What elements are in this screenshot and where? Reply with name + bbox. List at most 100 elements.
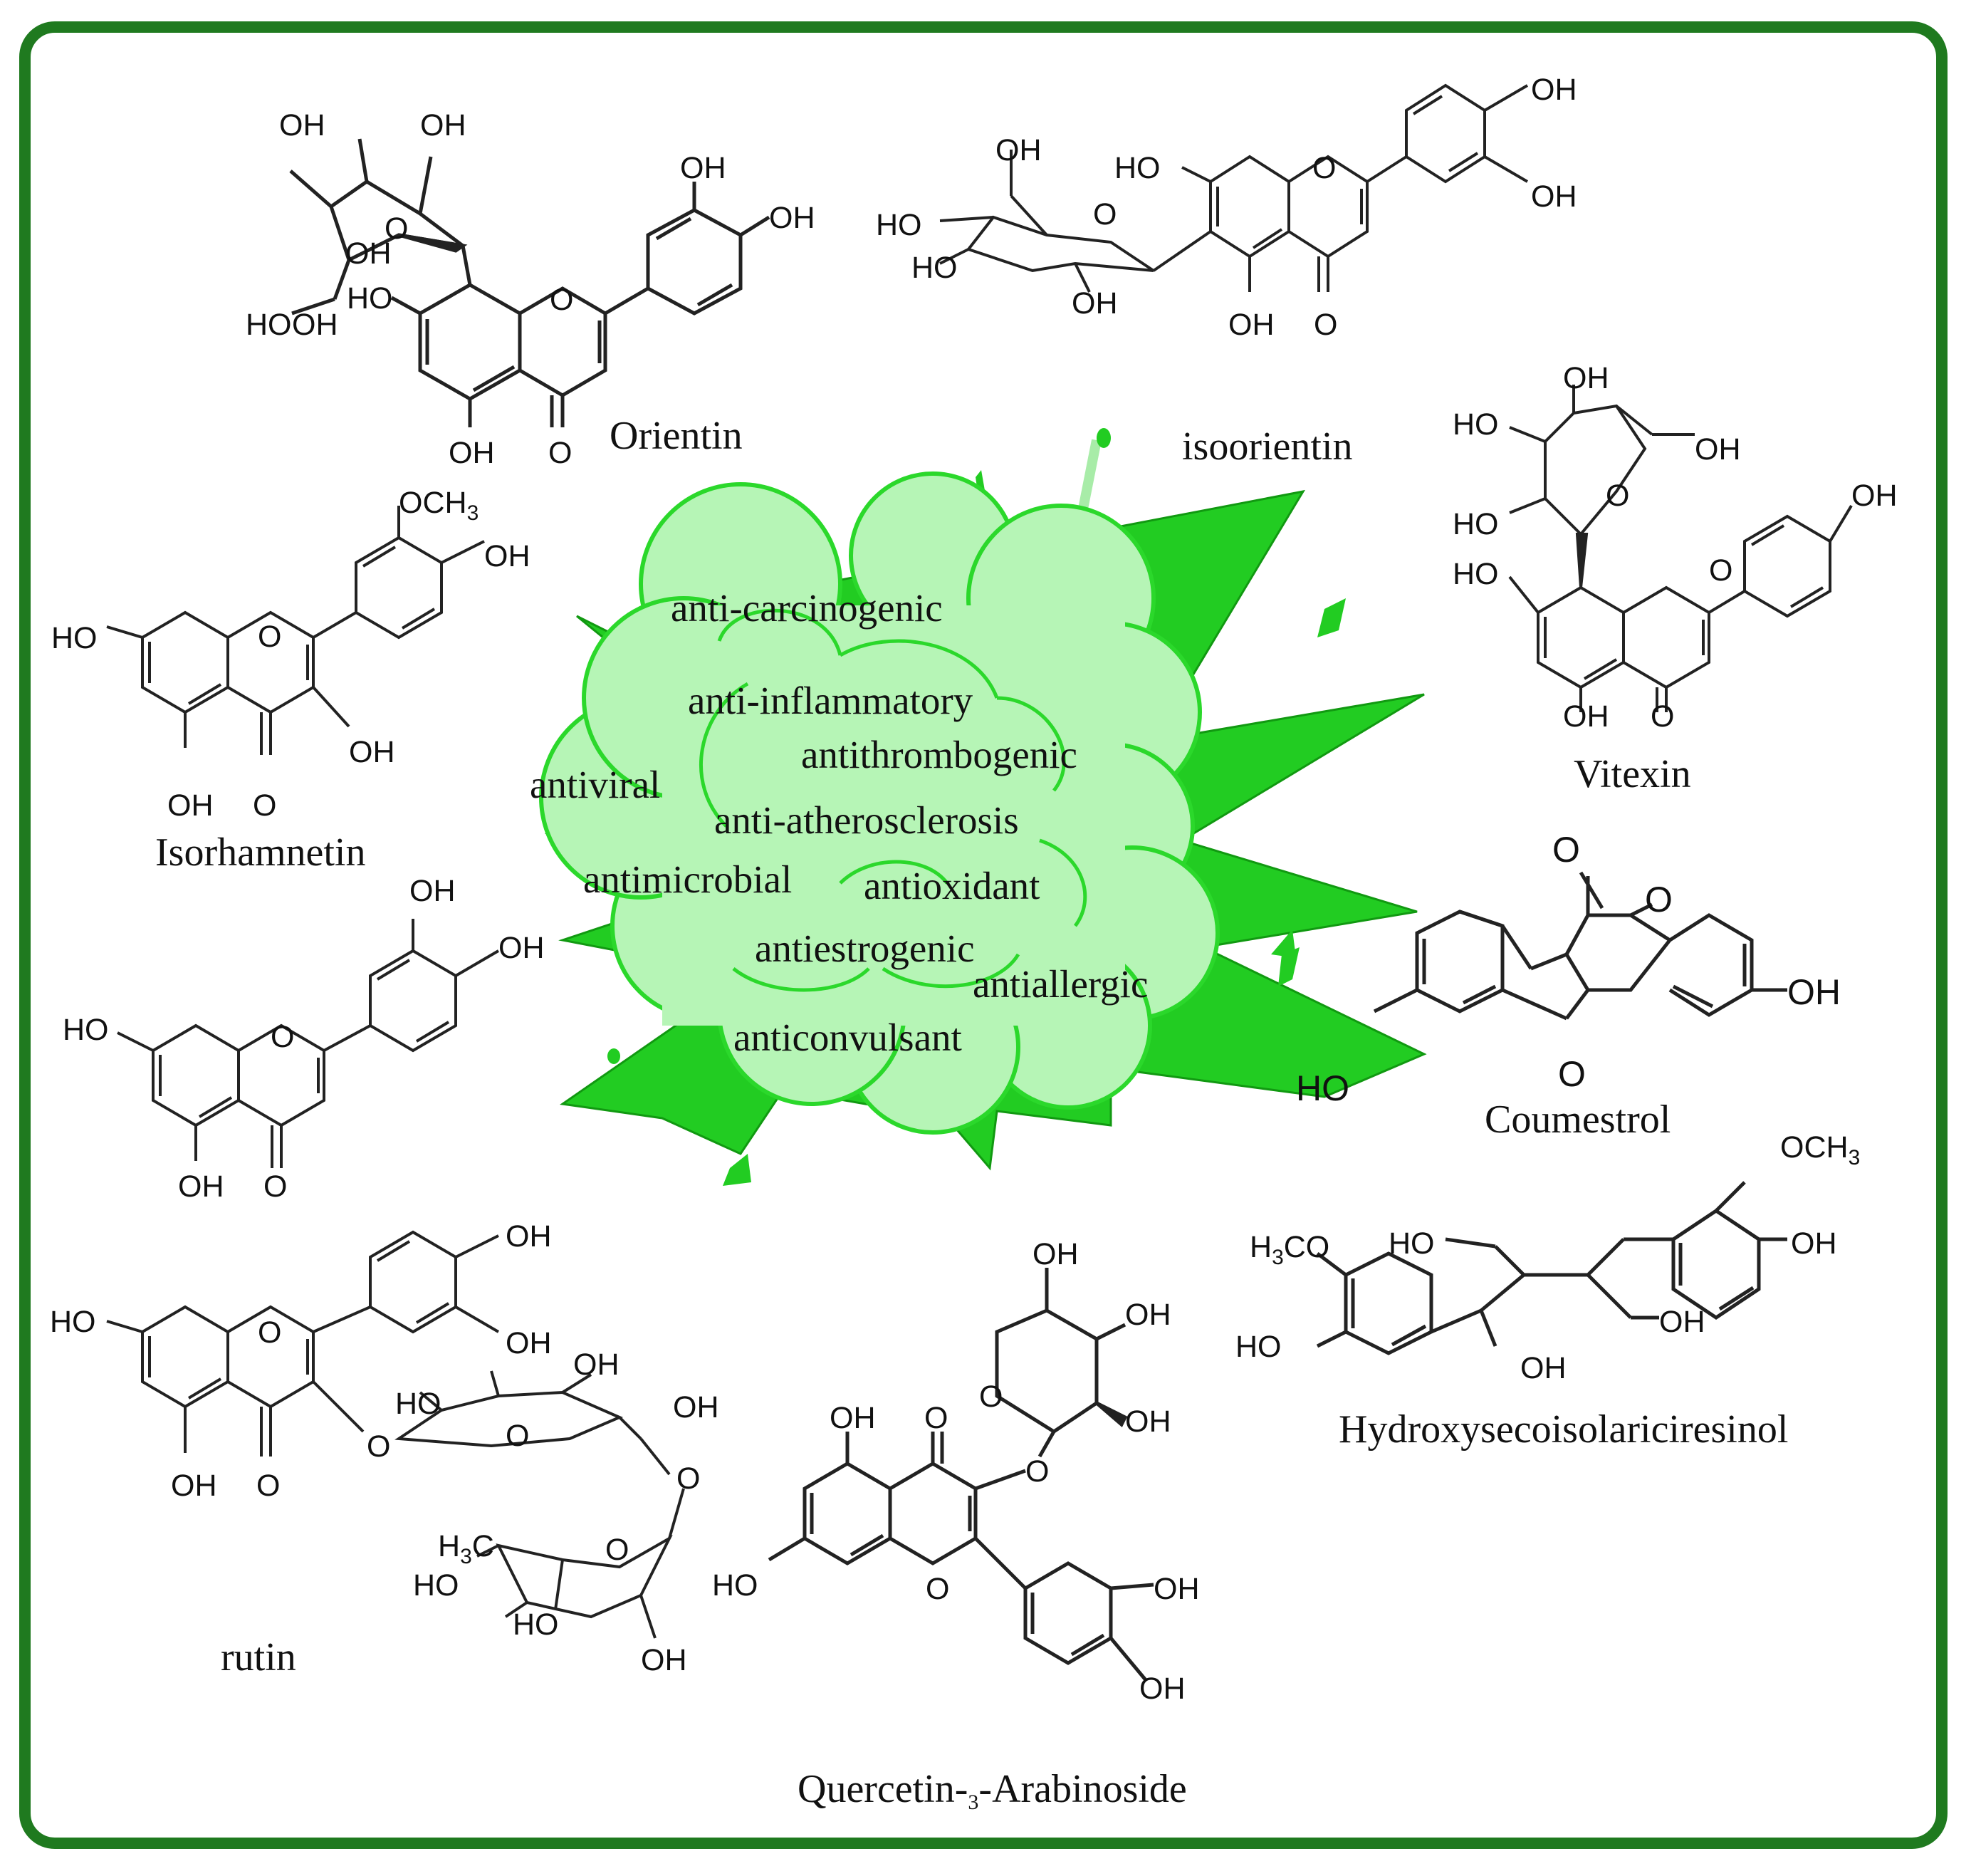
orientin-structure <box>289 138 770 427</box>
atom-label: OH <box>1695 432 1741 467</box>
luteolin-labels: OH OH HO O OH O <box>63 874 545 1204</box>
atom-label: O <box>1025 1454 1049 1489</box>
atom-label: OH <box>830 1401 876 1435</box>
atom-label: HO <box>1453 557 1499 591</box>
atom-label: O <box>548 436 572 470</box>
atom-label: O <box>979 1380 1003 1414</box>
atom-label: O <box>676 1461 700 1496</box>
atom-label: OH <box>1228 308 1275 342</box>
atom-label: OH <box>1531 73 1577 107</box>
atom-label: OH <box>506 1326 552 1360</box>
hydroxysecoisolariciresinol-structure <box>1316 1181 1787 1355</box>
atom-label: O <box>271 1020 294 1054</box>
quercetin-3-arabinoside-labels: OH OH O OH OH O O HO O OH OH Quercetin-3… <box>712 1237 1200 1814</box>
atom-label: OH <box>279 108 325 142</box>
activity-antithrombogenic: antithrombogenic <box>801 733 1077 776</box>
atom-label: OH <box>420 108 466 142</box>
atom-label: OCH3 <box>399 486 479 525</box>
atom-label: OH <box>178 1169 224 1204</box>
atom-label: HO <box>395 1387 441 1421</box>
atom-label: O <box>1558 1054 1586 1094</box>
hydroxysecoisolariciresinol-labels: OCH3 H3CO HO OH HO OH OH Hydroxysecoisol… <box>1235 1130 1860 1452</box>
atom-label: O <box>926 1572 949 1606</box>
compound-name-isorhamnetin: Isorhamnetin <box>155 830 365 875</box>
atom-label: O <box>1709 553 1732 588</box>
atom-label: HO <box>911 251 958 285</box>
atom-label: O <box>367 1429 390 1464</box>
activity-antiallergic: antiallergic <box>973 962 1148 1006</box>
vitexin-labels: OH HO O OH HO OH HO O OH O Vitexin <box>1453 361 1898 796</box>
atom-label: OH <box>1563 699 1609 734</box>
compound-name-hydroxysecoisolariciresinol: Hydroxysecoisolariciresinol <box>1339 1407 1788 1452</box>
orientin-labels: OH OH O OH HO HO OH O OH OH OH O Orienti… <box>246 108 815 470</box>
burst-fragment <box>1271 929 1296 958</box>
activity-antimicrobial: antimicrobial <box>583 858 792 901</box>
atom-label: O <box>1093 197 1117 231</box>
atom-label: H3C <box>438 1529 494 1568</box>
atom-label: H3CO <box>1250 1230 1329 1269</box>
atom-label: HO <box>1296 1068 1349 1108</box>
atom-label: O <box>385 212 408 246</box>
atom-label: O <box>1606 479 1629 513</box>
atom-label: O <box>550 283 573 317</box>
atom-label: OH <box>1520 1351 1567 1385</box>
atom-label: O <box>1645 880 1673 919</box>
atom-label: OH <box>506 1219 552 1254</box>
atom-label: HO <box>413 1568 459 1603</box>
atom-label: O <box>924 1401 948 1435</box>
isorhamnetin-structure <box>106 506 485 755</box>
vitexin-structure <box>1508 385 1853 712</box>
atom-label: OH <box>409 874 456 908</box>
atom-label: HO <box>876 208 922 242</box>
atom-label: OH <box>171 1469 217 1503</box>
compound-name-quercetin-3-arabinoside: Quercetin-3-Arabinoside <box>798 1767 1187 1814</box>
atom-label: OH <box>1791 1226 1837 1261</box>
atom-label: HO <box>1235 1330 1282 1364</box>
atom-label: HO <box>1453 407 1499 442</box>
atom-label: OH <box>449 436 495 470</box>
atom-label: HO <box>513 1607 559 1642</box>
atom-label: OH <box>349 735 395 769</box>
isoorientin-labels: OH OH HO O OH HO O HO OH OH O isoorienti… <box>876 73 1577 469</box>
atom-label: OH <box>498 931 545 965</box>
atom-label: O <box>1312 151 1336 185</box>
atom-label: O <box>258 620 281 654</box>
atom-label: OH <box>680 151 726 185</box>
cloud-core <box>662 605 1125 1026</box>
atom-label: OH <box>167 788 214 823</box>
atom-label: HO <box>712 1568 758 1603</box>
atom-label: OH <box>573 1348 620 1382</box>
burst-dot <box>607 1048 620 1064</box>
isorhamnetin-labels: OCH3 OH HO O OH OH O Isorhamnetin <box>51 486 530 875</box>
activity-antiviral: antiviral <box>530 763 660 806</box>
atom-label: OH <box>769 201 815 235</box>
burst-dot <box>1097 428 1111 448</box>
atom-label: OH <box>1531 179 1577 214</box>
atom-label: OH <box>292 308 338 342</box>
burst-fragment <box>723 1154 751 1186</box>
isoorientin-structure <box>939 83 1529 293</box>
rutin-labels: OH HO O OH OH O HO OH O OH O H3C O HO HO… <box>50 1219 719 1679</box>
coumestrol-structure <box>1373 871 1787 1021</box>
activity-anti-inflammatory: anti-inflammatory <box>688 679 973 722</box>
atom-label: HO <box>1453 507 1499 541</box>
atom-label: O <box>263 1169 287 1204</box>
outer-frame <box>19 21 1948 1849</box>
compound-name-rutin: rutin <box>221 1635 296 1679</box>
atom-label: OH <box>1033 1237 1079 1271</box>
activity-anticonvulsant: anticonvulsant <box>733 1016 962 1059</box>
atom-label: O <box>1314 308 1337 342</box>
atom-label: HO <box>50 1305 96 1339</box>
atom-label: OH <box>1125 1405 1171 1439</box>
luteolin-structure <box>117 919 500 1168</box>
atom-label: OH <box>1125 1298 1171 1332</box>
activity-anti-carcinogenic: anti-carcinogenic <box>671 586 943 630</box>
quercetin-3-arabinoside-structure <box>768 1268 1154 1682</box>
activity-antiestrogenic: antiestrogenic <box>755 927 975 970</box>
atom-label: O <box>1552 830 1580 870</box>
activity-burst: anti-carcinogenic anti-inflammatory anti… <box>530 428 1427 1186</box>
atom-label: HO <box>347 281 393 316</box>
atom-label: HO <box>51 621 98 655</box>
atom-label: OH <box>1154 1572 1200 1606</box>
atom-label: O <box>1651 699 1674 734</box>
